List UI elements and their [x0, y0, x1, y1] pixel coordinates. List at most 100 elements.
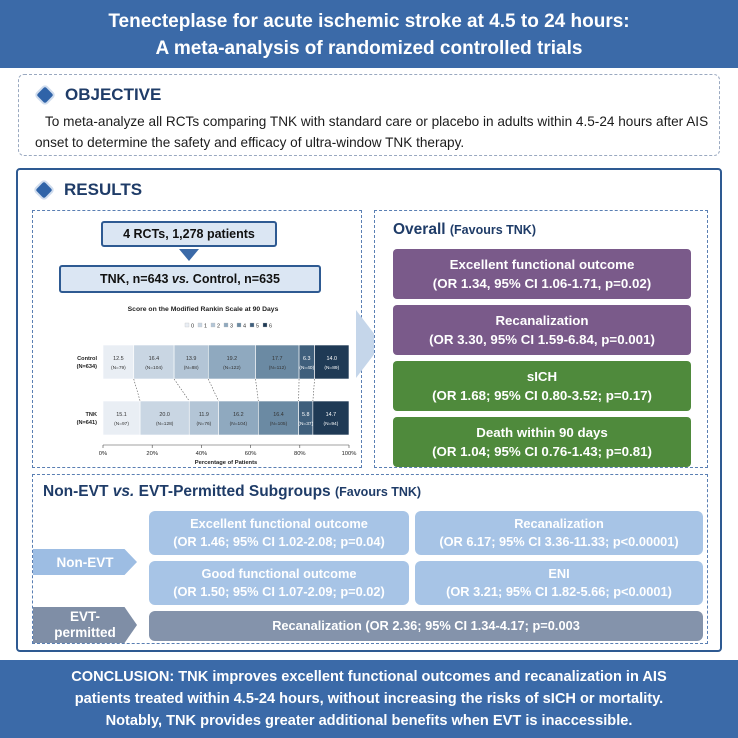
segment-count: (N=128): [156, 421, 174, 427]
mrs-bar-segment: [188, 400, 219, 436]
tnk-count: TNK, n=643: [100, 272, 172, 286]
subgroups-subtitle: (Favours TNK): [334, 485, 422, 499]
segment-count: (N=40): [299, 365, 314, 371]
segment-count: (N=79): [111, 365, 126, 371]
mrs-stacked-bar-chart: Score on the Modified Rankin Scale at 90…: [41, 299, 357, 467]
diamond-bullet-icon: [36, 86, 54, 104]
segment-value: 14.0: [327, 356, 338, 362]
legend-label: 0: [191, 324, 194, 330]
overall-heading: Overall (Favours TNK): [393, 221, 536, 239]
mrs-chart-svg: Score on the Modified Rankin Scale at 90…: [77, 306, 357, 466]
nonevt-eni: ENI (OR 3.21; 95% CI 1.82-5.66; p<0.0001…: [415, 561, 703, 605]
subgroups-title-vs: vs.: [112, 483, 135, 500]
evt-row-label: EVT- permitted: [33, 607, 137, 643]
title-line-2: A meta-analysis of randomized controlled…: [155, 38, 583, 59]
legend-swatch: [262, 322, 268, 328]
legend-label: 3: [230, 324, 233, 330]
result-stat: (OR 1.68; 95% CI 0.80-3.52; p=0.17): [432, 388, 652, 403]
segment-value: 5.8: [302, 412, 310, 418]
segment-value: 15.1: [116, 412, 127, 418]
legend-label: 1: [204, 324, 207, 330]
vs-text: vs.: [171, 272, 190, 286]
subgroup-result-name: ENI: [548, 566, 570, 581]
result-name: Death within 90 days: [476, 425, 608, 440]
overall-title: Overall: [393, 221, 446, 238]
conclusion-line-1: CONCLUSION: TNK improves excellent funct…: [71, 669, 667, 685]
mrs-bar-segment: [258, 400, 299, 436]
evt-label-line-2: permitted: [54, 625, 116, 640]
segment-count: (N=94): [324, 421, 339, 427]
mrs-bar-segment: [298, 344, 315, 380]
objective-section: OBJECTIVE To meta-analyze all RCTs compa…: [18, 74, 720, 156]
row-label-name: Control: [77, 356, 97, 362]
x-tick-label: 60%: [245, 451, 257, 457]
subgroup-result-stat: (OR 1.50; 95% CI 1.07-2.09; p=0.02): [173, 584, 385, 599]
evt-label-line-1: EVT-: [69, 609, 100, 624]
evt-label-text: EVT- permitted: [54, 609, 116, 641]
nonevt-excellent-outcome: Excellent functional outcome (OR 1.46; 9…: [149, 511, 409, 555]
mrs-bar-segment: [298, 400, 314, 436]
segment-count: (N=105): [270, 421, 288, 427]
connector-line: [208, 378, 219, 402]
segment-value: 20.0: [159, 412, 170, 418]
segment-value: 16.4: [149, 356, 160, 362]
x-tick-label: 40%: [196, 451, 208, 457]
mrs-bar-segment: [312, 400, 350, 436]
x-axis-label: Percentage of Patients: [195, 460, 258, 466]
title-line-1: Tenecteplase for acute ischemic stroke a…: [108, 11, 630, 32]
segment-value: 11.9: [199, 412, 209, 418]
segment-count: (N=88): [184, 365, 199, 371]
legend-swatch: [236, 322, 242, 328]
segment-value: 13.9: [186, 356, 197, 362]
segment-value: 14.7: [326, 412, 337, 418]
segment-count: (N=37): [298, 421, 313, 427]
overall-panel: Overall (Favours TNK) Excellent function…: [374, 210, 708, 468]
row-label-n: (N=641): [77, 420, 98, 426]
mrs-bar-segment: [139, 400, 190, 436]
subgroup-result-stat: (OR 1.46; 95% CI 1.02-2.08; p=0.04): [173, 534, 385, 549]
legend-label: 5: [256, 324, 259, 330]
evt-recanalization: Recanalization (OR 2.36; 95% CI 1.34-4.1…: [149, 611, 703, 641]
legend-swatch: [197, 322, 203, 328]
x-tick-label: 0%: [99, 451, 107, 457]
result-recanalization: Recanalization (OR 3.30, 95% CI 1.59-6.8…: [393, 305, 691, 355]
conclusion-line-2: patients treated within 4.5-24 hours, wi…: [74, 691, 664, 707]
segment-value: 16.2: [233, 412, 244, 418]
result-stat: (OR 1.04; 95% CI 0.76-1.43; p=0.81): [432, 444, 652, 459]
mrs-bar-segment: [102, 344, 135, 380]
chart-title: Score on the Modified Rankin Scale at 90…: [128, 306, 279, 313]
results-title: RESULTS: [64, 180, 143, 199]
segment-count: (N=76): [196, 421, 211, 427]
result-stat: (OR 3.30, 95% CI 1.59-6.84, p=0.001): [429, 332, 655, 347]
segment-count: (N=89): [324, 365, 339, 371]
results-heading: RESULTS: [35, 180, 143, 200]
subgroups-panel: Non-EVT vs. EVT-Permitted Subgroups (Fav…: [32, 474, 708, 644]
result-sich: sICH (OR 1.68; 95% CI 0.80-3.52; p=0.17): [393, 361, 691, 411]
study-summary-panel: 4 RCTs, 1,278 patients TNK, n=643 vs. Co…: [32, 210, 362, 468]
down-arrow-icon: [179, 249, 199, 261]
mrs-bar-segment: [207, 344, 256, 380]
diamond-bullet-icon: [35, 181, 53, 199]
legend-label: 6: [269, 324, 272, 330]
segment-value: 19.2: [227, 356, 238, 362]
legend-swatch: [184, 322, 190, 328]
segment-value: 6.3: [303, 356, 311, 362]
segment-count: (N=112): [269, 365, 287, 371]
nonevt-row-label: Non-EVT: [33, 549, 137, 575]
subgroup-result-name: Good functional outcome: [201, 566, 357, 581]
legend-label: 4: [243, 324, 246, 330]
conclusion-banner: CONCLUSION: TNK improves excellent funct…: [0, 660, 738, 738]
overall-subtitle: (Favours TNK): [449, 223, 536, 237]
control-count: Control, n=635: [189, 272, 280, 286]
subgroups-heading: Non-EVT vs. EVT-Permitted Subgroups (Fav…: [43, 483, 421, 501]
segment-value: 12.5: [113, 356, 124, 362]
objective-title: OBJECTIVE: [65, 85, 162, 104]
mrs-bar-segment: [218, 400, 259, 436]
mrs-bar-segment: [314, 344, 350, 380]
connector-line: [312, 378, 315, 402]
subgroup-result-stat: (OR 3.21; 95% CI 1.82-5.66; p<0.0001): [446, 584, 672, 599]
subgroup-result-stat: (OR 6.17; 95% CI 3.36-11.33; p<0.00001): [439, 534, 679, 549]
row-label-n: (N=634): [77, 364, 98, 370]
mrs-bar-segment: [173, 344, 209, 380]
connector-line: [255, 378, 259, 402]
